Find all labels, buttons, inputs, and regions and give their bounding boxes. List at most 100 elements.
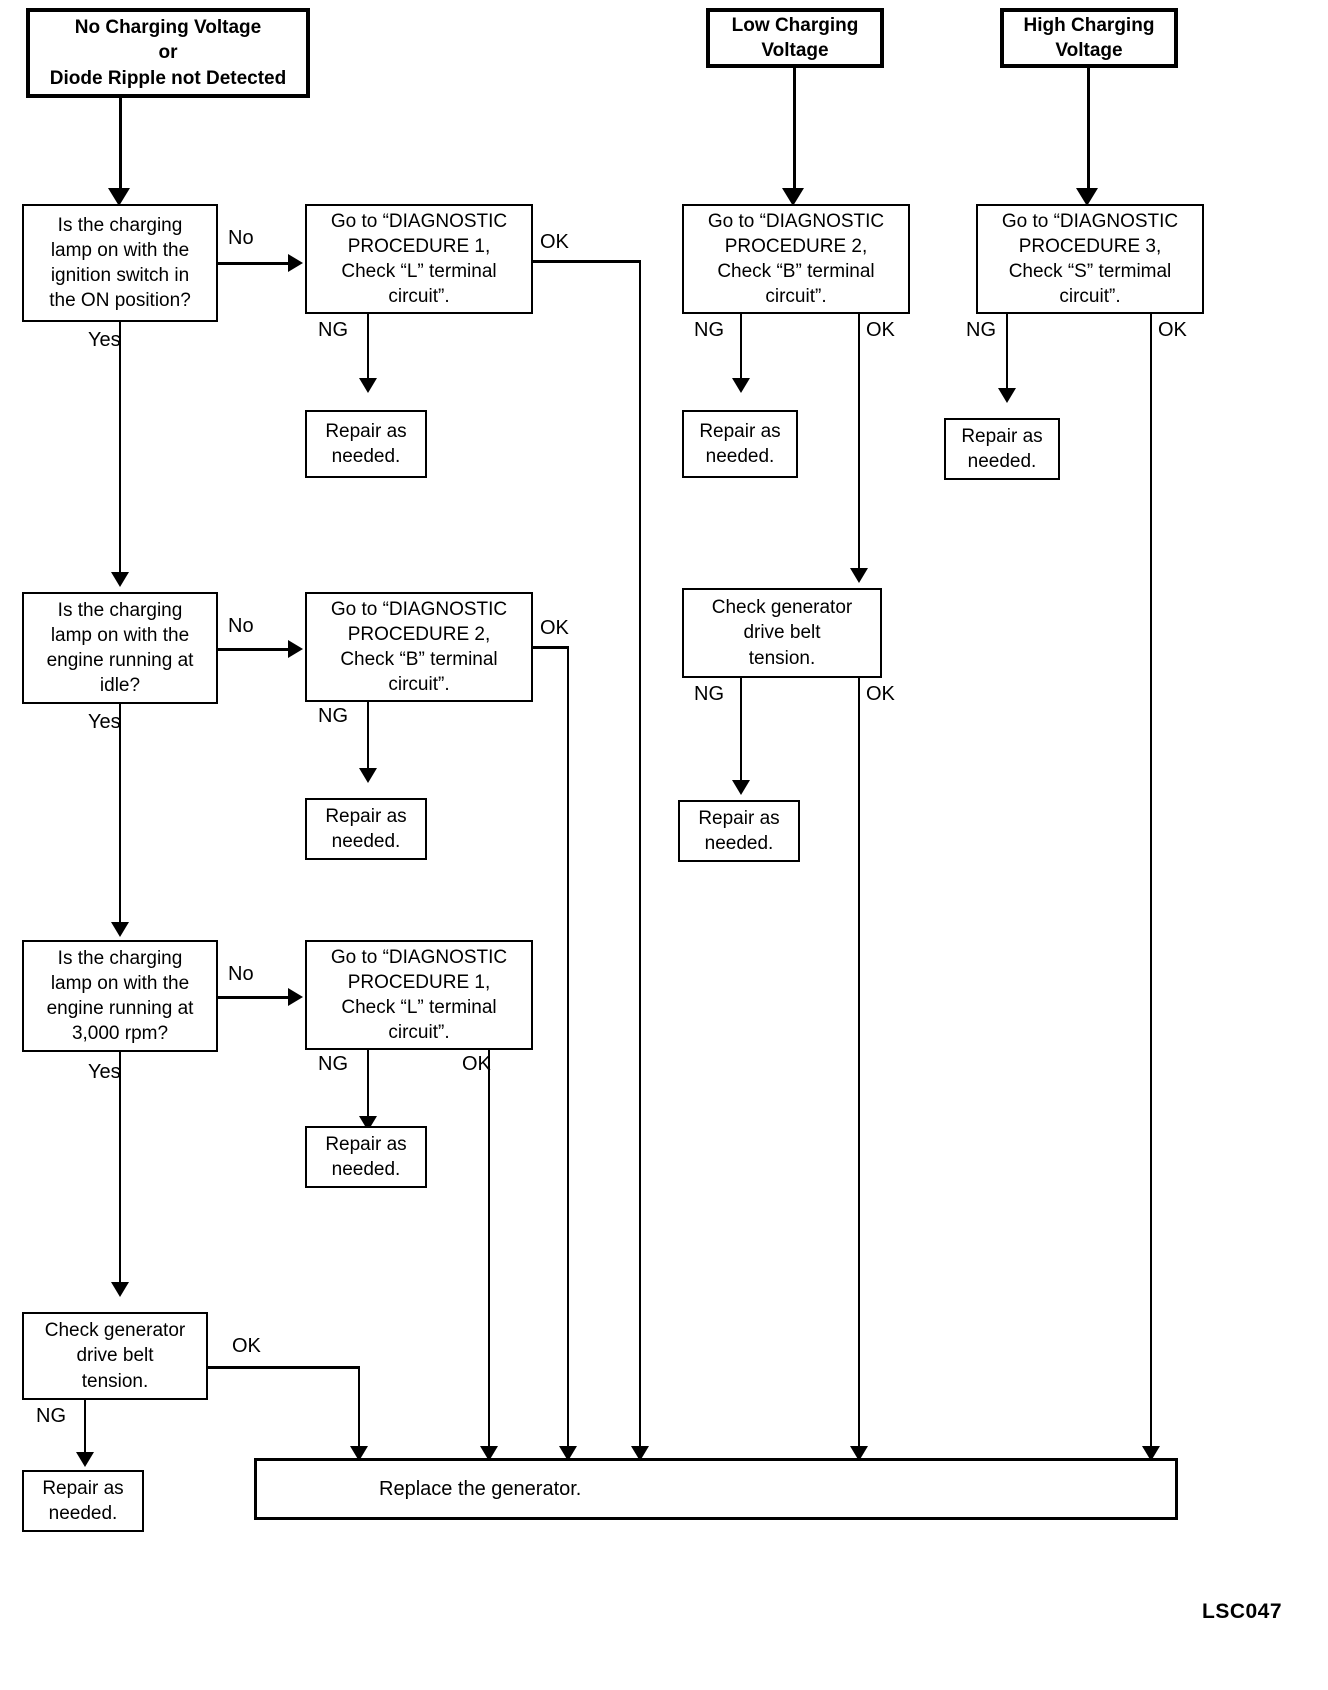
connector-proc1-ng: [367, 314, 369, 382]
action-check-generator-drive-belt-left[interactable]: Check generator drive belt tension.: [22, 1312, 208, 1400]
arrow-down-icon: [1142, 1446, 1160, 1461]
connector-proc1-ok-vertical: [639, 260, 641, 1450]
action-repair-as-needed-1[interactable]: Repair as needed.: [305, 410, 427, 478]
arrow-down-icon: [111, 1282, 129, 1297]
edge-label-no: No: [228, 615, 254, 637]
procedure-1-check-l-terminal-top[interactable]: Go to “DIAGNOSTIC PROCEDURE 1, Check “L”…: [305, 204, 533, 314]
action-label: Check generator drive belt tension.: [44, 1320, 186, 1392]
procedure-label: Go to “DIAGNOSTIC PROCEDURE 3, Check “S”…: [1001, 210, 1179, 308]
arrow-down-icon: [631, 1446, 649, 1461]
edge-label-no: No: [228, 963, 254, 985]
action-label: Check generator drive belt tension.: [711, 597, 853, 669]
terminal-label: Replace the generator.: [379, 1477, 582, 1500]
arrow-down-icon: [111, 922, 129, 937]
edge-label-ng: NG: [318, 1053, 348, 1075]
arrow-right-icon: [288, 254, 303, 272]
start-node-label: Low Charging Voltage: [731, 14, 859, 61]
action-repair-as-needed-final[interactable]: Repair as needed.: [22, 1470, 144, 1532]
connector-proc2-ok-vertical: [567, 646, 569, 1450]
procedure-label: Go to “DIAGNOSTIC PROCEDURE 2, Check “B”…: [707, 210, 885, 308]
arrow-right-icon: [288, 640, 303, 658]
connector-proc2-ok-horizontal: [533, 646, 569, 649]
edge-label-ok: OK: [866, 319, 895, 341]
action-repair-as-needed-3[interactable]: Repair as needed.: [305, 1126, 427, 1188]
arrow-right-icon: [288, 988, 303, 1006]
connector-start-to-proc-high: [1087, 68, 1090, 194]
edge-label-ng: NG: [318, 705, 348, 727]
arrow-down-icon: [850, 568, 868, 583]
action-label: Repair as needed.: [42, 1477, 124, 1524]
start-node-no-charging-voltage[interactable]: No Charging Voltage or Diode Ripple not …: [26, 8, 310, 98]
arrow-down-icon: [108, 188, 130, 206]
terminal-replace-the-generator[interactable]: Replace the generator.: [254, 1458, 1178, 1520]
arrow-down-icon: [350, 1446, 368, 1461]
arrow-down-icon: [559, 1446, 577, 1461]
start-node-label: No Charging Voltage or Diode Ripple not …: [49, 17, 287, 89]
connector-decision3-yes: [119, 1052, 121, 1286]
edge-label-no: No: [228, 227, 254, 249]
connector-beltlow-ng: [740, 678, 742, 784]
action-check-generator-drive-belt-low[interactable]: Check generator drive belt tension.: [682, 588, 882, 678]
action-label: Repair as needed.: [325, 420, 407, 467]
edge-label-ng: NG: [36, 1405, 66, 1427]
edge-label-ng: NG: [694, 319, 724, 341]
edge-label-ng: NG: [694, 683, 724, 705]
arrow-down-icon: [850, 1446, 868, 1461]
connector-beltleft-ok-vertical: [358, 1366, 360, 1450]
arrow-down-icon: [359, 378, 377, 393]
procedure-label: Go to “DIAGNOSTIC PROCEDURE 1, Check “L”…: [330, 210, 508, 308]
arrow-down-icon: [732, 378, 750, 393]
start-node-low-charging-voltage[interactable]: Low Charging Voltage: [706, 8, 884, 68]
edge-label-ok: OK: [1158, 319, 1187, 341]
connector-proc3-ok: [488, 1050, 490, 1450]
edge-label-yes: Yes: [88, 1061, 121, 1083]
edge-label-ok: OK: [866, 683, 895, 705]
procedure-3-check-s-terminal-high[interactable]: Go to “DIAGNOSTIC PROCEDURE 3, Check “S”…: [976, 204, 1204, 314]
edge-label-ok: OK: [540, 617, 569, 639]
action-repair-as-needed-4[interactable]: Repair as needed.: [682, 410, 798, 478]
decision-is-charging-lamp-on-3000rpm[interactable]: Is the charging lamp on with the engine …: [22, 940, 218, 1052]
arrow-down-icon: [76, 1452, 94, 1467]
edge-label-yes: Yes: [88, 329, 121, 351]
connector-proc2low-ok: [858, 314, 860, 572]
decision-is-charging-lamp-on-ignition-on[interactable]: Is the charging lamp on with the ignitio…: [22, 204, 218, 322]
procedure-2-check-b-terminal-mid[interactable]: Go to “DIAGNOSTIC PROCEDURE 2, Check “B”…: [305, 592, 533, 702]
connector-proc3-ng: [367, 1050, 369, 1120]
action-label: Repair as needed.: [698, 807, 780, 854]
decision-label: Is the charging lamp on with the ignitio…: [49, 214, 191, 312]
decision-label: Is the charging lamp on with the engine …: [46, 947, 194, 1045]
connector-decision1-no: [218, 262, 290, 265]
arrow-down-icon: [1076, 188, 1098, 206]
arrow-down-icon: [782, 188, 804, 206]
action-label: Repair as needed.: [699, 420, 781, 467]
decision-is-charging-lamp-on-idle[interactable]: Is the charging lamp on with the engine …: [22, 592, 218, 704]
action-repair-as-needed-5[interactable]: Repair as needed.: [944, 418, 1060, 480]
connector-beltleft-ok-horizontal: [208, 1366, 360, 1369]
connector-decision2-no: [218, 648, 290, 651]
procedure-1-check-l-terminal-bottom[interactable]: Go to “DIAGNOSTIC PROCEDURE 1, Check “L”…: [305, 940, 533, 1050]
action-repair-as-needed-2[interactable]: Repair as needed.: [305, 798, 427, 860]
action-label: Repair as needed.: [325, 805, 407, 852]
connector-start-to-decision-1: [119, 98, 122, 194]
connector-proc1-ok-horizontal: [533, 260, 641, 263]
procedure-2-check-b-terminal-low[interactable]: Go to “DIAGNOSTIC PROCEDURE 2, Check “B”…: [682, 204, 910, 314]
connector-decision2-yes: [119, 704, 121, 926]
connector-start-to-proc-low: [793, 68, 796, 194]
arrow-down-icon: [111, 572, 129, 587]
edge-label-ng: NG: [318, 319, 348, 341]
connector-decision3-no: [218, 996, 290, 999]
connector-beltleft-ng: [84, 1400, 86, 1458]
start-node-label: High Charging Voltage: [1023, 14, 1155, 61]
arrow-down-icon: [480, 1446, 498, 1461]
edge-label-yes: Yes: [88, 711, 121, 733]
edge-label-ok: OK: [462, 1053, 491, 1075]
arrow-down-icon: [359, 768, 377, 783]
connector-decision1-yes: [119, 322, 121, 576]
action-label: Repair as needed.: [325, 1133, 407, 1180]
action-repair-as-needed-6[interactable]: Repair as needed.: [678, 800, 800, 862]
procedure-label: Go to “DIAGNOSTIC PROCEDURE 1, Check “L”…: [330, 946, 508, 1044]
connector-proc2low-ng: [740, 314, 742, 382]
figure-code-label: LSC047: [1202, 1600, 1283, 1623]
start-node-high-charging-voltage[interactable]: High Charging Voltage: [1000, 8, 1178, 68]
